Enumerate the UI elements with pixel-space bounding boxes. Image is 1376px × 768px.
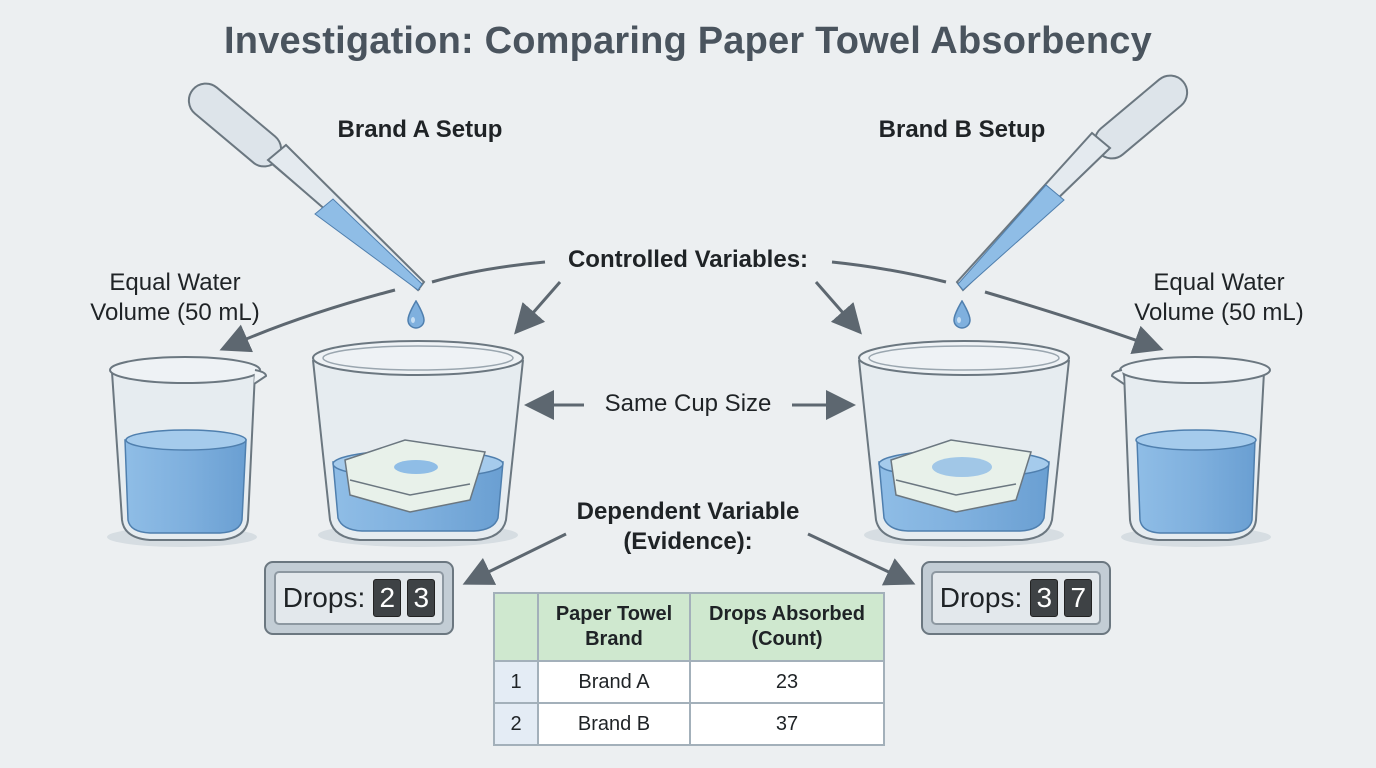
header-brand-line2: Brand: [585, 628, 643, 650]
header-brand-line1: Paper Towel: [555, 603, 673, 625]
brand-b-setup-label: Brand B Setup: [878, 116, 1046, 143]
dependent-variable-label: Dependent Variable (Evidence):: [548, 497, 828, 557]
table-row: 2 Brand B 37: [493, 702, 885, 746]
beaker-right-icon: [1110, 356, 1271, 547]
drop-counter-label: Drops:: [282, 582, 366, 613]
counter-digit: 3: [1030, 579, 1059, 617]
row-index: 1: [493, 660, 539, 704]
cup-brand-a-icon: [312, 340, 524, 547]
header-brand: Paper Towel Brand: [537, 592, 691, 662]
row-drops: 23: [689, 660, 885, 704]
header-drops: Drops Absorbed (Count): [689, 592, 885, 662]
header-index: [493, 592, 539, 662]
row-brand: Brand B: [537, 702, 691, 746]
table-row: 1 Brand A 23: [493, 660, 885, 704]
row-index: 2: [493, 702, 539, 746]
equal-water-left-line1: Equal Water: [109, 269, 241, 296]
pipette-right-icon: [955, 74, 1189, 292]
drop-counter-brand-a: Drops: 2 3: [264, 561, 454, 635]
beaker-left-icon: [107, 356, 268, 547]
equal-water-right-line1: Equal Water: [1153, 269, 1285, 296]
same-cup-size-label: Same Cup Size: [604, 390, 772, 417]
header-drops-line1: Drops Absorbed: [709, 603, 865, 625]
dependent-variable-line2: (Evidence):: [623, 528, 753, 555]
dependent-variable-line1: Dependent Variable: [576, 498, 800, 525]
header-drops-line2: (Count): [751, 628, 823, 650]
brand-a-setup-label: Brand A Setup: [337, 116, 503, 143]
counter-digit: 3: [407, 579, 436, 617]
row-brand: Brand A: [537, 660, 691, 704]
equal-water-left-label: Equal Water Volume (50 mL): [60, 268, 290, 328]
counter-digit: 7: [1064, 579, 1093, 617]
annotation-arrows: [219, 260, 1164, 586]
table-header-row: Paper Towel Brand Drops Absorbed (Count): [493, 592, 885, 662]
cup-brand-b-icon: [858, 340, 1070, 547]
counter-digit: 2: [373, 579, 402, 617]
page-title: Investigation: Comparing Paper Towel Abs…: [224, 20, 1152, 62]
water-drop-icon: [407, 300, 425, 329]
equal-water-right-line2: Volume (50 mL): [1134, 299, 1304, 326]
water-drop-icon: [953, 300, 971, 329]
controlled-variables-label: Controlled Variables:: [567, 246, 809, 273]
equal-water-right-label: Equal Water Volume (50 mL): [1104, 268, 1334, 328]
drop-counter-brand-b: Drops: 3 7: [921, 561, 1111, 635]
results-table: Paper Towel Brand Drops Absorbed (Count)…: [493, 592, 885, 746]
row-drops: 37: [689, 702, 885, 746]
pipette-left-icon: [187, 82, 426, 292]
drop-counter-label: Drops:: [939, 582, 1023, 613]
equal-water-left-line2: Volume (50 mL): [90, 299, 260, 326]
